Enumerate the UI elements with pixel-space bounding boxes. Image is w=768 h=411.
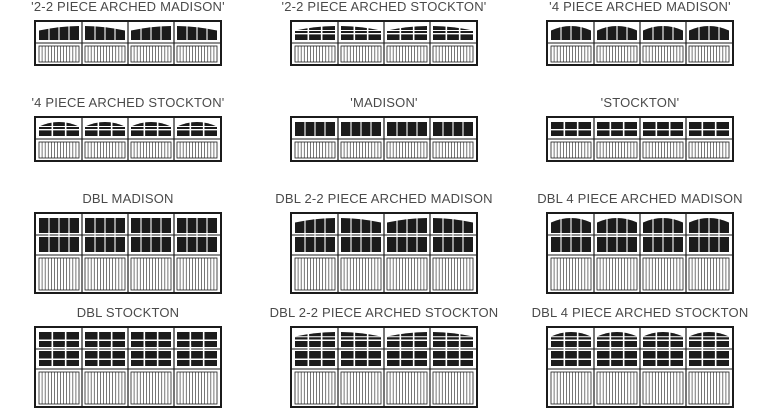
door-tile[interactable]: DBL 2-2 PIECE ARCHED MADISON [256,191,512,294]
garage-door-illustration [290,326,478,408]
door-tile[interactable]: DBL STOCKTON [0,305,256,408]
door-label: DBL MADISON [82,191,174,206]
garage-door-illustration [34,116,222,162]
door-tile[interactable]: DBL 4 PIECE ARCHED MADISON [512,191,768,294]
garage-door-illustration [34,212,222,294]
garage-door-illustration [546,212,734,294]
garage-door-illustration [34,20,222,66]
door-label: DBL 4 PIECE ARCHED STOCKTON [531,305,749,320]
door-label: DBL STOCKTON [76,305,180,320]
garage-door-illustration [290,20,478,66]
door-tile[interactable]: '4 PIECE ARCHED STOCKTON' [0,95,256,162]
door-label: DBL 4 PIECE ARCHED MADISON [537,191,743,206]
door-tile[interactable]: '2-2 PIECE ARCHED MADISON' [0,0,256,66]
door-tile[interactable]: DBL MADISON [0,191,256,294]
garage-door-illustration [290,116,478,162]
door-label: '4 PIECE ARCHED MADISON' [549,0,731,14]
garage-door-illustration [546,116,734,162]
door-label: '4 PIECE ARCHED STOCKTON' [31,95,225,110]
garage-door-illustration [546,326,734,408]
door-tile[interactable]: '4 PIECE ARCHED MADISON' [512,0,768,66]
garage-door-illustration [290,212,478,294]
door-label: 'STOCKTON' [600,95,680,110]
door-tile[interactable]: DBL 4 PIECE ARCHED STOCKTON [512,305,768,408]
door-label: '2-2 PIECE ARCHED MADISON' [31,0,225,14]
door-tile[interactable]: DBL 2-2 PIECE ARCHED STOCKTON [256,305,512,408]
door-label: DBL 2-2 PIECE ARCHED MADISON [275,191,493,206]
door-label: 'MADISON' [350,95,418,110]
door-label: '2-2 PIECE ARCHED STOCKTON' [281,0,487,14]
garage-door-illustration [34,326,222,408]
door-tile[interactable]: 'STOCKTON' [512,95,768,162]
garage-door-illustration [546,20,734,66]
door-label: DBL 2-2 PIECE ARCHED STOCKTON [269,305,499,320]
door-tile[interactable]: '2-2 PIECE ARCHED STOCKTON' [256,0,512,66]
door-tile[interactable]: 'MADISON' [256,95,512,162]
